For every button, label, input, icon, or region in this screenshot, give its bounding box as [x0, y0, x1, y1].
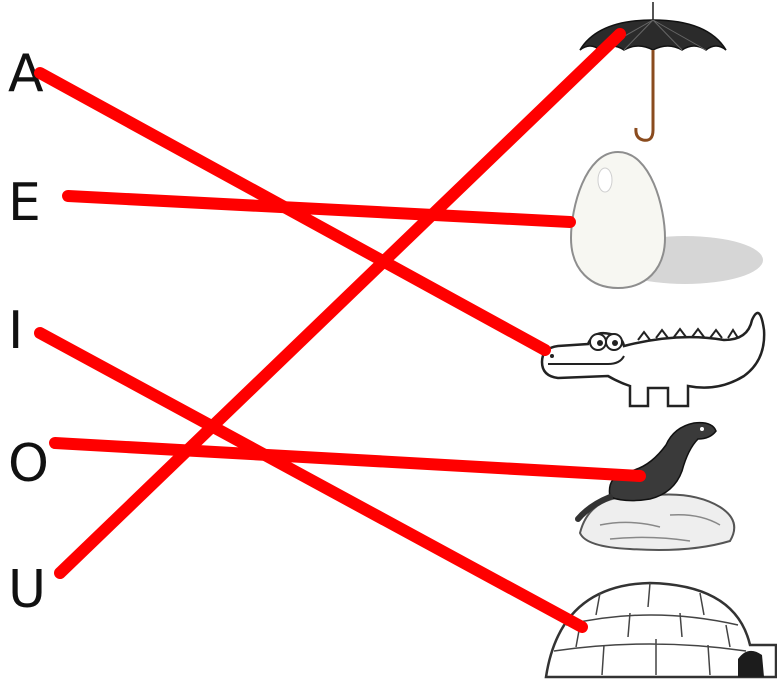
match-line-i-igloo: [40, 333, 582, 627]
match-line-e-egg: [68, 196, 570, 222]
match-line-o-otter: [55, 443, 640, 476]
